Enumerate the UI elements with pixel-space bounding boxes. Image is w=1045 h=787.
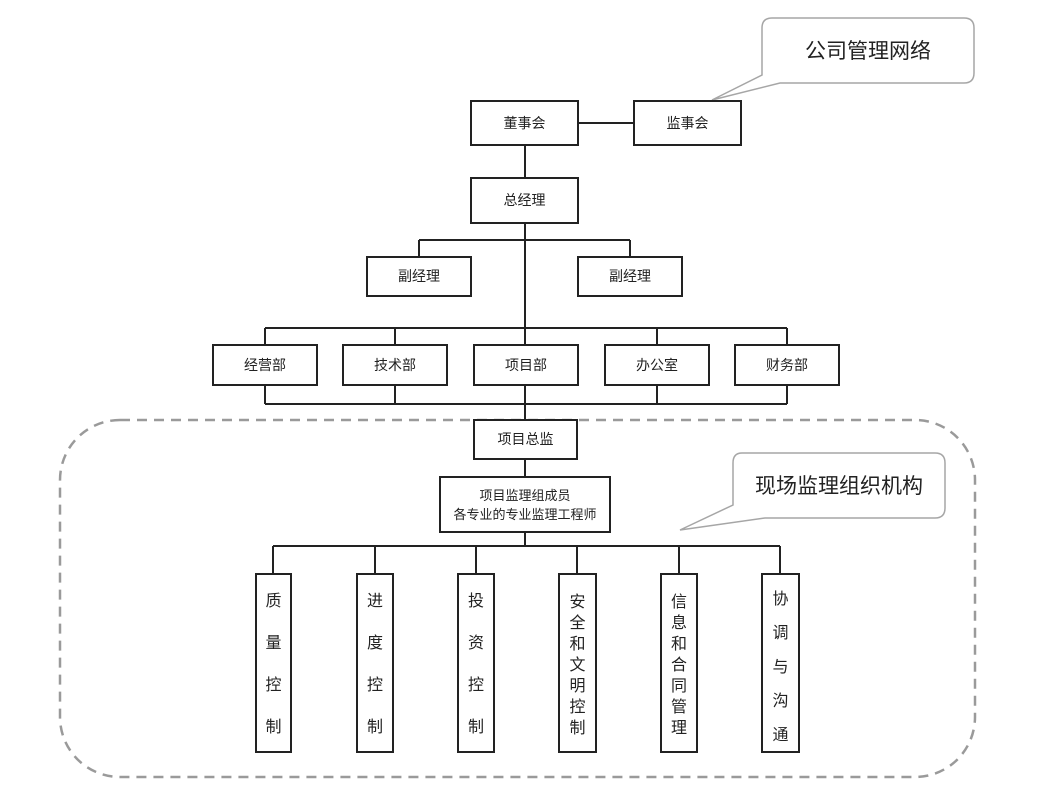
task-char: 文 xyxy=(569,655,585,674)
task-char: 和 xyxy=(569,634,585,653)
task-char: 和 xyxy=(671,634,687,653)
task-char: 进 xyxy=(367,591,383,610)
node-supervisory-board-label: 监事会 xyxy=(667,116,709,132)
task-char: 制 xyxy=(265,717,281,736)
task-char: 控 xyxy=(265,675,281,694)
task-char: 投 xyxy=(468,591,484,610)
task-char: 调 xyxy=(772,623,788,642)
node-finance-dept: 财务部 xyxy=(734,344,840,386)
node-project-dept: 项目部 xyxy=(473,344,579,386)
callout-site-label: 现场监理组织机构 xyxy=(755,474,923,498)
node-tech-dept: 技术部 xyxy=(342,344,448,386)
node-business-dept-label: 经营部 xyxy=(244,358,286,374)
node-board: 董事会 xyxy=(470,100,579,146)
task-char: 同 xyxy=(671,676,687,695)
node-chief-supervisor-label: 项目总监 xyxy=(498,432,554,448)
task-char: 制 xyxy=(569,718,585,737)
node-task-safety-civilization-control: 安 全 和 文 明 控 制 xyxy=(558,573,597,753)
task-char: 管 xyxy=(671,697,687,716)
node-business-dept: 经营部 xyxy=(212,344,318,386)
task-char: 协 xyxy=(772,589,788,608)
connector-lines xyxy=(264,122,788,574)
task-char: 控 xyxy=(569,697,585,716)
task-char: 度 xyxy=(367,633,383,652)
node-supervisory-board: 监事会 xyxy=(633,100,742,146)
node-supervision-members-line-1: 项目监理组成员 xyxy=(479,489,570,504)
node-tech-dept-label: 技术部 xyxy=(374,358,416,374)
task-char: 合 xyxy=(671,655,687,674)
task-char: 质 xyxy=(265,591,281,610)
node-project-dept-label: 项目部 xyxy=(505,358,547,374)
node-deputy-manager-left-label: 副经理 xyxy=(398,269,440,285)
task-char: 与 xyxy=(772,657,788,676)
node-task-investment-control: 投 资 控 制 xyxy=(457,573,495,753)
task-char: 明 xyxy=(569,676,585,695)
task-char: 通 xyxy=(772,725,788,744)
node-office: 办公室 xyxy=(604,344,710,386)
task-char: 沟 xyxy=(772,691,788,710)
node-task-schedule-control: 进 度 控 制 xyxy=(356,573,394,753)
task-char: 制 xyxy=(367,717,383,736)
task-char: 控 xyxy=(468,675,484,694)
node-board-label: 董事会 xyxy=(504,116,546,132)
node-deputy-manager-right-label: 副经理 xyxy=(609,269,651,285)
node-general-manager-label: 总经理 xyxy=(504,193,546,209)
task-char: 控 xyxy=(367,675,383,694)
task-char: 全 xyxy=(569,613,585,632)
task-char: 息 xyxy=(671,613,687,632)
node-supervision-members-line-2: 各专业的专业监理工程师 xyxy=(453,507,596,523)
task-char: 资 xyxy=(468,633,484,652)
callout-company-label: 公司管理网络 xyxy=(805,39,931,63)
callout-company-network: 公司管理网络 xyxy=(711,17,975,101)
task-char: 量 xyxy=(265,633,281,652)
task-char: 理 xyxy=(671,718,687,737)
task-char: 安 xyxy=(569,592,585,611)
node-deputy-manager-left: 副经理 xyxy=(366,256,472,297)
node-supervision-members: 项目监理组成员 各专业的专业监理工程师 xyxy=(439,476,611,533)
node-general-manager: 总经理 xyxy=(470,177,579,224)
node-office-label: 办公室 xyxy=(636,357,678,374)
node-deputy-manager-right: 副经理 xyxy=(577,256,683,297)
node-task-information-contract-management: 信 息 和 合 同 管 理 xyxy=(660,573,698,753)
node-chief-supervisor: 项目总监 xyxy=(473,419,578,460)
node-task-coordination-communication: 协 调 与 沟 通 xyxy=(761,573,800,753)
node-finance-dept-label: 财务部 xyxy=(766,358,808,374)
node-task-quality-control: 质 量 控 制 xyxy=(255,573,292,753)
task-char: 信 xyxy=(671,592,687,611)
callout-site-organization: 现场监理组织机构 xyxy=(679,452,946,531)
task-char: 制 xyxy=(468,717,484,736)
